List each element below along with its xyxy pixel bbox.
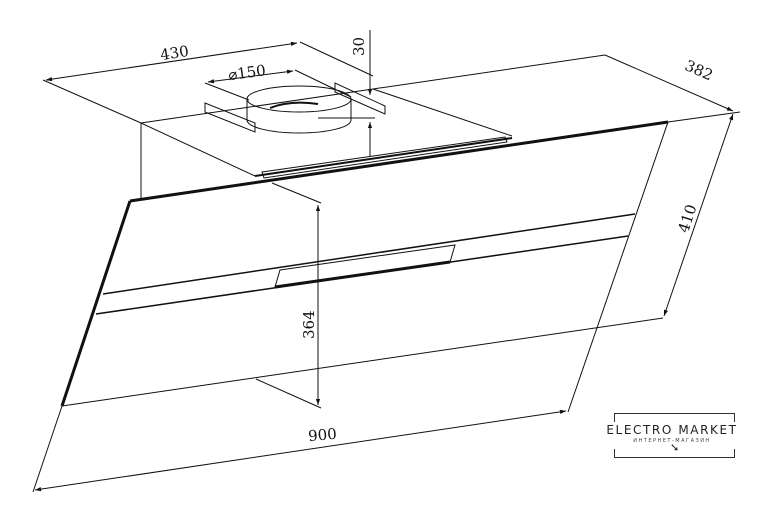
logo-frame-top	[614, 413, 735, 422]
electro-market-logo: ELECTRO MARKET интернет-магазин ➘	[597, 410, 747, 460]
pointer-cursor-icon: ➘	[670, 441, 680, 454]
logo-title: ELECTRO MARKET	[606, 423, 738, 437]
dim-duct-diameter: ⌀150	[227, 61, 267, 84]
dim-30: 30	[350, 37, 368, 56]
glass-panel	[60, 120, 669, 413]
dim-900: 900	[307, 425, 337, 445]
dim-364: 364	[300, 310, 318, 339]
duct-collar	[246, 85, 352, 134]
dim-382: 382	[682, 56, 715, 84]
motor-box	[140, 82, 513, 200]
logo-subtitle: интернет-магазин	[633, 438, 711, 444]
dimension-lines	[32, 30, 741, 493]
dim-410: 410	[674, 202, 700, 235]
dim-430: 430	[159, 42, 190, 64]
logo-frame-bottom	[614, 449, 735, 458]
